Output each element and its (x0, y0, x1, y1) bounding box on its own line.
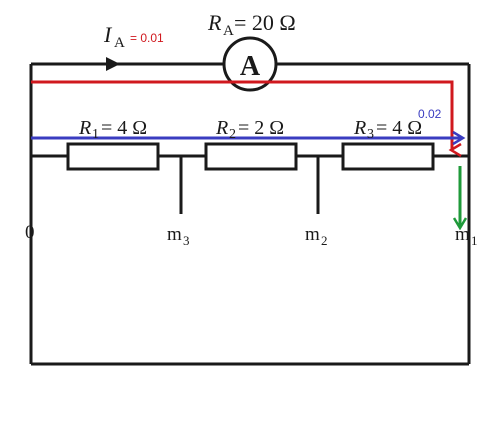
red-current-path (31, 80, 452, 150)
r1-subscript: 1 (92, 127, 99, 142)
resistor-r1 (66, 142, 160, 171)
r3-subscript: 3 (367, 127, 374, 142)
node-0-label: 0 (25, 222, 35, 243)
current-value: = 0.01 (130, 31, 164, 45)
ammeter-resistance-value: = 20 Ω (234, 10, 296, 35)
ammeter-resistance-subscript: A (223, 23, 234, 39)
current-subscript: A (114, 35, 125, 51)
node-m1-subscript: 1 (471, 233, 478, 248)
current-symbol: I (103, 22, 113, 47)
ammeter-circle (222, 36, 278, 92)
node-m3-label: m (167, 224, 182, 245)
r2-subscript: 2 (229, 127, 236, 142)
r1-value: = 4 Ω (101, 117, 147, 139)
r3-value: = 4 Ω (376, 117, 422, 139)
wiring (29, 62, 471, 366)
node-m2-subscript: 2 (321, 233, 328, 248)
node-m2-label: m (305, 224, 320, 245)
ammeter-letter: A (240, 51, 261, 82)
blue-value: 0.02 (418, 107, 442, 121)
current-direction-arrow (106, 57, 120, 71)
r3-symbol: R (353, 117, 366, 139)
resistor-r3 (341, 142, 435, 171)
r2-symbol: R (215, 117, 228, 139)
ammeter-resistance-symbol: R (207, 10, 222, 35)
r1-symbol: R (78, 117, 91, 139)
r2-value: = 2 Ω (238, 117, 284, 139)
resistor-r2 (204, 142, 298, 171)
node-m3-subscript: 3 (183, 233, 190, 248)
node-m1-label: m (455, 224, 470, 245)
